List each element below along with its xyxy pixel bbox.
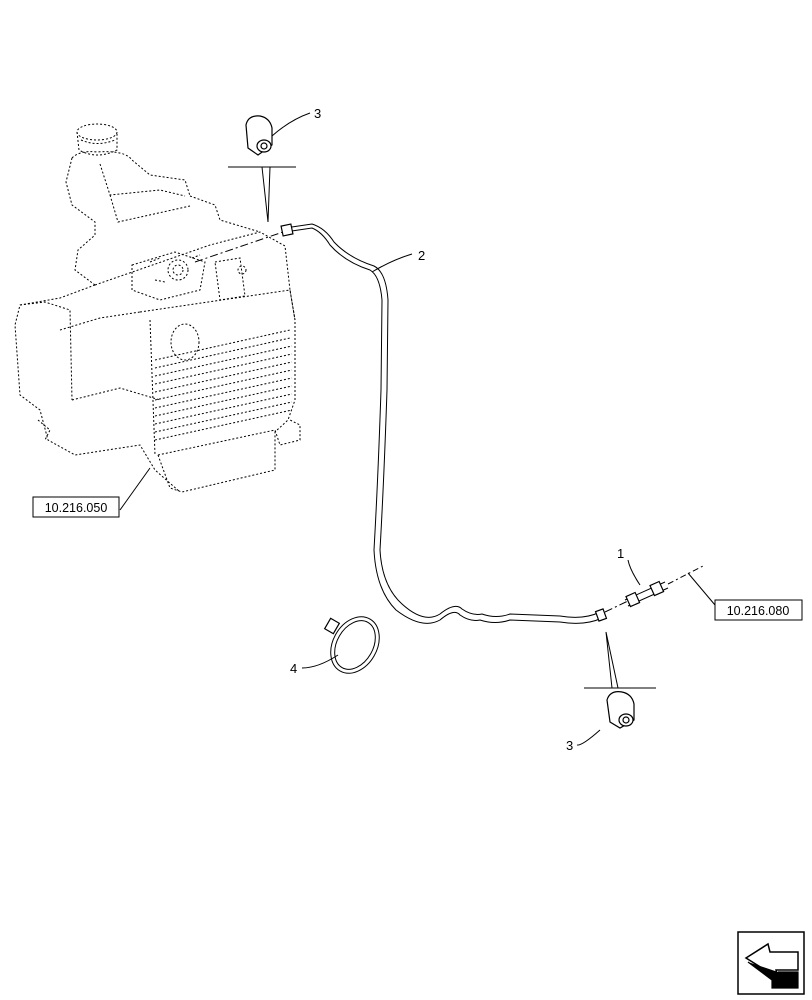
callout-4: 4 bbox=[290, 661, 297, 676]
callout-2: 2 bbox=[418, 248, 425, 263]
callout-3-bottom: 3 bbox=[566, 738, 573, 753]
ref-fuel-line-text[interactable]: 10.216.080 bbox=[727, 604, 790, 618]
leader-lines bbox=[119, 112, 716, 746]
ref-box-reservoir[interactable]: 10.216.050 bbox=[32, 496, 120, 518]
fuel-connector bbox=[624, 564, 706, 608]
ref-reservoir-text[interactable]: 10.216.050 bbox=[45, 501, 108, 515]
hose-clamp-bottom bbox=[584, 631, 656, 729]
fuel-line bbox=[194, 223, 631, 624]
hose-clamp-top bbox=[228, 115, 296, 223]
callout-3-top: 3 bbox=[314, 106, 321, 121]
next-page-arrow-icon[interactable] bbox=[737, 931, 805, 995]
ref-box-fuel-line[interactable]: 10.216.080 bbox=[714, 599, 803, 621]
callout-1: 1 bbox=[617, 546, 624, 561]
fuel-tank-ghost bbox=[14, 123, 301, 493]
cable-tie bbox=[323, 616, 380, 674]
